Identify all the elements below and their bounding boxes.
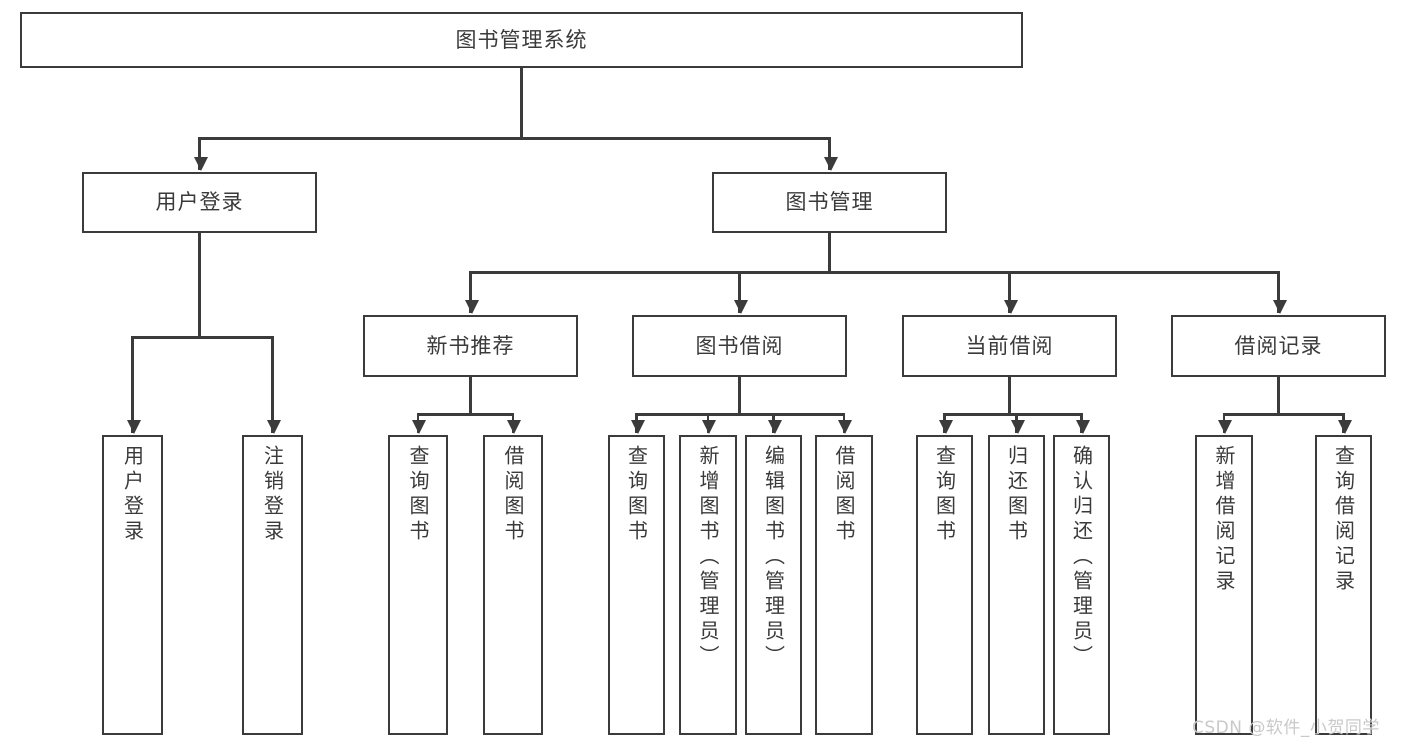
node-label: 用户登录: [155, 190, 244, 214]
connector-arrowhead: [823, 157, 838, 171]
node-leaf-借阅记录-新增借阅记录[interactable]: 新增借阅记录: [1195, 435, 1253, 735]
node-label: 查询图书: [406, 445, 430, 545]
connector-arrowhead: [1272, 300, 1287, 314]
connector-arrowhead: [1075, 420, 1090, 434]
node-leaf-图书借阅-借阅图书[interactable]: 借阅图书: [815, 435, 873, 735]
node-label: 编辑图书（管理员）: [761, 445, 786, 670]
connector-arrowhead: [1003, 300, 1018, 314]
node-level3-借阅记录[interactable]: 借阅记录: [1171, 315, 1386, 377]
connector-arrowhead: [938, 420, 953, 434]
node-label: 图书管理系统: [455, 27, 588, 52]
node-label: 借阅图书: [501, 445, 525, 545]
node-leaf-当前借阅-确认归还（管理员）[interactable]: 确认归还（管理员）: [1053, 435, 1110, 735]
node-leaf-图书借阅-编辑图书（管理员）[interactable]: 编辑图书（管理员）: [745, 435, 802, 735]
connector-arrowhead: [733, 300, 748, 314]
node-leaf-当前借阅-查询图书[interactable]: 查询图书: [916, 435, 973, 735]
node-label: 新书推荐: [426, 333, 515, 358]
node-leaf-用户登录-注销登录[interactable]: 注销登录: [242, 435, 303, 735]
watermark: CSDN @软件_小贺同学: [1192, 718, 1380, 738]
connector-arrowhead: [1337, 420, 1352, 434]
node-level2-用户登录[interactable]: 用户登录: [82, 172, 317, 233]
connector-vertical: [520, 68, 523, 137]
connector-vertical: [469, 377, 472, 413]
connector-arrowhead: [464, 300, 479, 314]
node-label: 注销登录: [260, 445, 285, 545]
connector-vertical: [198, 233, 201, 336]
node-leaf-图书借阅-新增图书（管理员）[interactable]: 新增图书（管理员）: [679, 435, 737, 735]
connector-horizontal: [131, 336, 274, 339]
node-level2-图书管理[interactable]: 图书管理: [712, 172, 947, 233]
connector-arrowhead: [702, 420, 717, 434]
node-leaf-新书推荐-借阅图书[interactable]: 借阅图书: [483, 435, 543, 735]
connector-arrowhead: [266, 420, 281, 434]
connector-horizontal: [198, 137, 831, 140]
connector-vertical: [828, 137, 831, 170]
connector-vertical: [828, 233, 831, 271]
node-label: 新增借阅记录: [1212, 445, 1236, 595]
node-label: 借阅图书: [832, 445, 856, 545]
node-label: 新增图书（管理员）: [696, 445, 720, 670]
connector-vertical: [271, 336, 274, 433]
connector-vertical: [1008, 377, 1011, 413]
connector-arrowhead: [193, 157, 208, 171]
node-level3-图书借阅[interactable]: 图书借阅: [632, 315, 847, 377]
connector-vertical: [198, 137, 201, 170]
node-label: 查询借阅记录: [1331, 445, 1356, 595]
connector-arrowhead: [630, 420, 645, 434]
node-leaf-用户登录-用户登录[interactable]: 用户登录: [102, 435, 163, 735]
node-level3-当前借阅[interactable]: 当前借阅: [902, 315, 1117, 377]
connector-arrowhead: [126, 420, 141, 434]
connector-arrowhead: [767, 420, 782, 434]
connector-arrowhead: [838, 420, 853, 434]
connector-vertical: [469, 271, 472, 313]
connector-vertical: [1277, 271, 1280, 313]
node-leaf-借阅记录-查询借阅记录[interactable]: 查询借阅记录: [1315, 435, 1372, 735]
node-label: 用户登录: [120, 445, 145, 545]
connector-vertical: [131, 336, 134, 433]
connector-vertical: [1277, 377, 1280, 413]
node-leaf-当前借阅-归还图书[interactable]: 归还图书: [988, 435, 1045, 735]
connector-vertical: [738, 271, 741, 313]
connector-vertical: [738, 377, 741, 413]
node-label: 图书借阅: [695, 333, 784, 358]
node-label: 借阅记录: [1234, 333, 1323, 358]
connector-arrowhead: [1010, 420, 1025, 434]
connector-arrowhead: [412, 420, 427, 434]
node-label: 图书管理: [785, 190, 874, 214]
connector-vertical: [1008, 271, 1011, 313]
node-label: 当前借阅: [965, 333, 1054, 358]
connector-arrowhead: [1218, 420, 1233, 434]
node-label: 查询图书: [932, 445, 957, 545]
connector-horizontal: [1222, 413, 1345, 416]
connector-horizontal: [416, 413, 515, 416]
node-level3-新书推荐[interactable]: 新书推荐: [363, 315, 578, 377]
node-label: 确认归还（管理员）: [1069, 445, 1094, 670]
node-leaf-图书借阅-查询图书[interactable]: 查询图书: [608, 435, 665, 735]
connector-horizontal: [469, 271, 1280, 274]
node-label: 查询图书: [624, 445, 649, 545]
node-leaf-新书推荐-查询图书[interactable]: 查询图书: [388, 435, 448, 735]
node-label: 归还图书: [1004, 445, 1029, 545]
node-root-图书管理系统[interactable]: 图书管理系统: [20, 12, 1023, 68]
connector-horizontal: [943, 413, 1083, 416]
connector-arrowhead: [507, 420, 522, 434]
connector-horizontal: [635, 413, 846, 416]
